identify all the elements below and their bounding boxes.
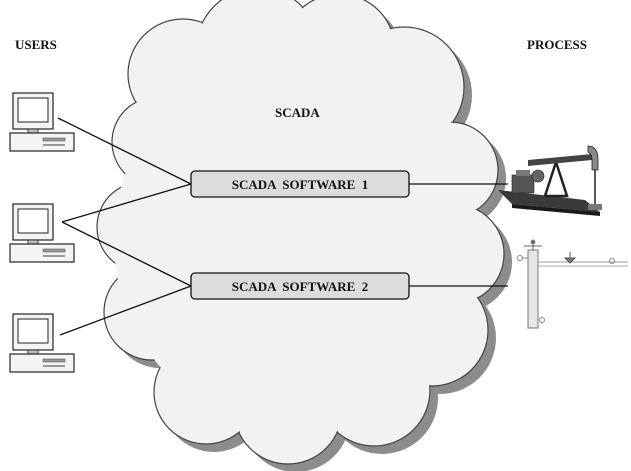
software-box-2-label: SCADA SOFTWARE 2 <box>232 279 369 294</box>
pumpjack-icon <box>498 145 602 216</box>
pipeline-schematic-icon <box>517 239 628 329</box>
software-box-1-label: SCADA SOFTWARE 1 <box>232 177 369 192</box>
process-heading: PROCESS <box>527 37 587 52</box>
software-box-2: SCADA SOFTWARE 2 <box>190 272 410 300</box>
user-computer-1-icon <box>9 92 75 152</box>
users-heading: USERS <box>15 37 57 52</box>
software-box-1: SCADA SOFTWARE 1 <box>190 170 410 198</box>
user-computer-2-icon <box>9 203 75 263</box>
link-user2-software1 <box>61 183 192 223</box>
link-user2-software2 <box>61 221 192 287</box>
connection-lines <box>57 117 508 336</box>
scada-heading: SCADA <box>275 105 320 120</box>
cloud-inner-fill <box>98 0 503 463</box>
user-computer-3-icon <box>9 313 75 373</box>
link-user3-software2 <box>59 285 192 336</box>
link-user1-software1 <box>57 117 192 185</box>
